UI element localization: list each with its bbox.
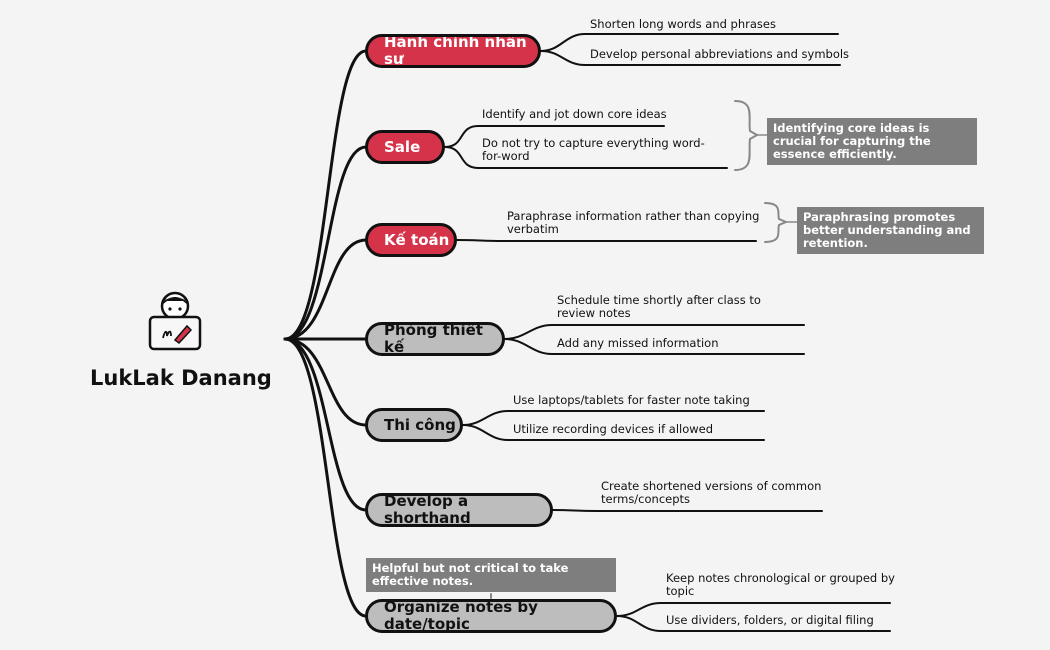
leaf-connector bbox=[444, 146, 728, 169]
leaf-text: Use laptops/tablets for faster note taki… bbox=[513, 393, 750, 407]
branch-label: Hành chính nhân sự bbox=[384, 34, 527, 68]
leaf-text: Shorten long words and phrases bbox=[590, 17, 776, 31]
leaf-text: Schedule time shortly after class to rev… bbox=[557, 293, 761, 320]
branch-node-organize-notes[interactable]: Organize notes by date/topic bbox=[365, 599, 617, 633]
leaf-text: Add any missed information bbox=[557, 336, 719, 350]
leaf-text: Develop personal abbreviations and symbo… bbox=[590, 47, 850, 61]
leaf-text: Paraphrase information rather than copyi… bbox=[507, 209, 760, 236]
branch-label: Organize notes by date/topic bbox=[384, 599, 538, 633]
branch-label: Sale bbox=[384, 137, 421, 156]
leaf-connector bbox=[504, 338, 805, 355]
summary-bracket bbox=[764, 202, 789, 243]
branch-connector bbox=[283, 337, 368, 427]
leaf-text: Identify and jot down core ideas bbox=[482, 107, 667, 121]
branch-node-phong-thiet-ke[interactable]: Phòng thiết kế bbox=[365, 322, 505, 356]
root-title: LukLak Danang bbox=[90, 366, 272, 390]
branch-connector bbox=[283, 337, 368, 512]
leaf-connector bbox=[444, 125, 665, 148]
branch-node-hanh-chinh-nhan-su[interactable]: Hành chính nhân sự bbox=[365, 34, 541, 68]
leaf-connector bbox=[462, 424, 765, 441]
leaf-connector bbox=[456, 239, 757, 242]
leaf-text: Utilize recording devices if allowed bbox=[513, 422, 714, 436]
callout-note-organize: Helpful but not critical to take effecti… bbox=[366, 558, 616, 592]
callout-note-ke-toan: Paraphrasing promotes better understandi… bbox=[797, 207, 984, 254]
leaf-text: Create shortened versions of common term… bbox=[601, 479, 822, 506]
leaf-connector bbox=[552, 509, 823, 512]
leaf-connector bbox=[540, 50, 841, 66]
branch-connector bbox=[283, 337, 368, 618]
branch-connector bbox=[283, 238, 368, 341]
branch-label: Phòng thiết kế bbox=[384, 322, 483, 356]
leaf-connector bbox=[540, 33, 839, 52]
branch-connector bbox=[283, 49, 368, 341]
callout-note-sale: Identifying core ideas is crucial for ca… bbox=[767, 118, 977, 165]
leaf-text: Do not try to capture everything word-fo… bbox=[482, 136, 705, 163]
leaf-text: Keep notes chronological or grouped by t… bbox=[666, 571, 895, 598]
branch-node-thi-cong[interactable]: Thi công bbox=[365, 408, 463, 442]
branch-label: Kế toán bbox=[384, 230, 450, 249]
branch-label: Develop a shorthand bbox=[384, 493, 471, 527]
person-at-laptop-icon bbox=[145, 290, 205, 352]
branch-node-develop-a-shorthand[interactable]: Develop a shorthand bbox=[365, 493, 553, 527]
branch-node-sale[interactable]: Sale bbox=[365, 130, 445, 164]
leaf-text: Use dividers, folders, or digital filing bbox=[666, 613, 874, 627]
branch-node-ke-toan[interactable]: Kế toán bbox=[365, 223, 457, 257]
summary-bracket bbox=[734, 100, 760, 171]
branch-label: Thi công bbox=[384, 415, 456, 434]
leaf-connector bbox=[616, 615, 891, 632]
branch-connector bbox=[283, 145, 368, 341]
